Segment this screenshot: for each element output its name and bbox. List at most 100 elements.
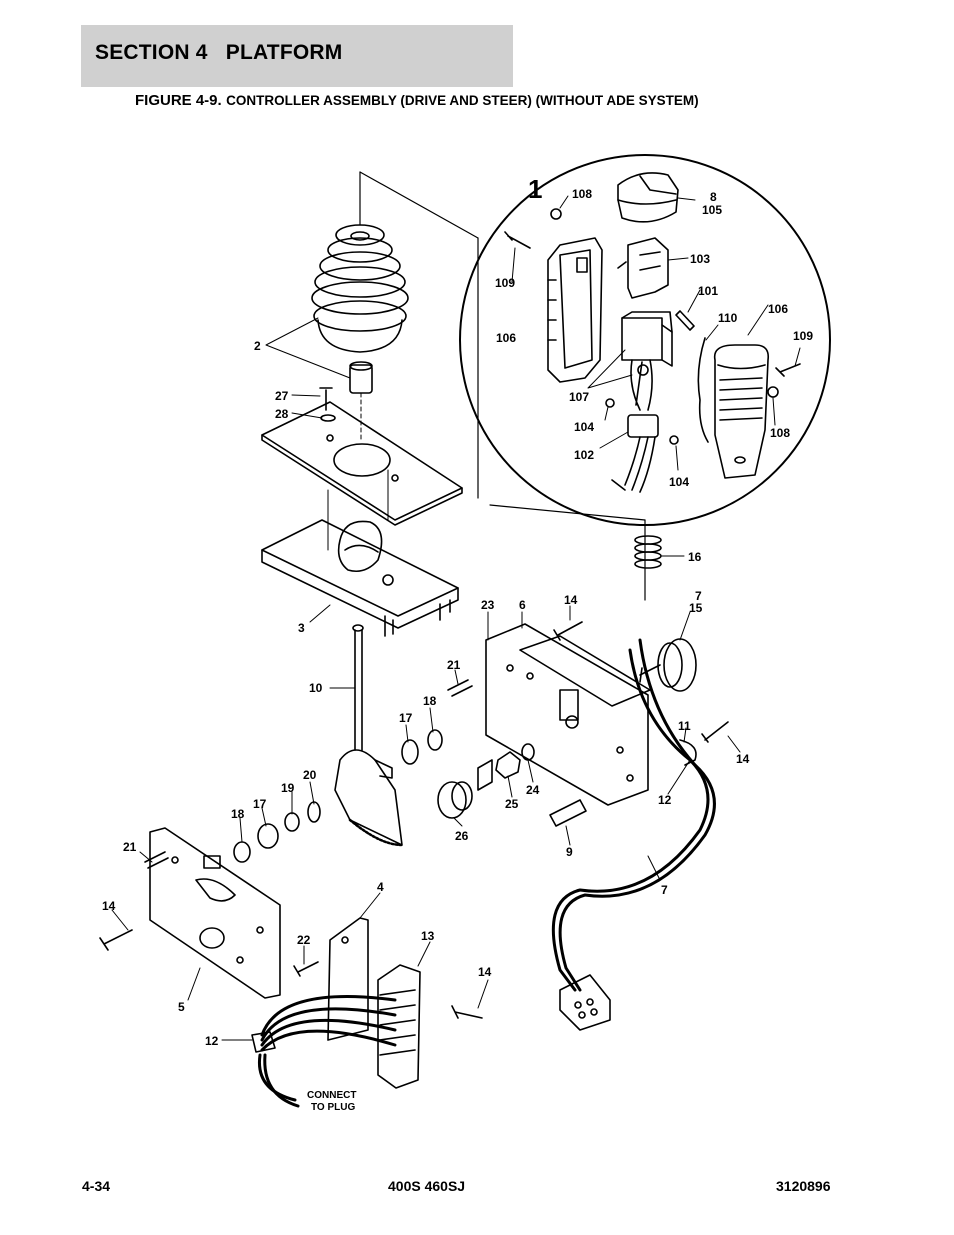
callout-3: 3 — [298, 621, 305, 635]
bearing-17-lower — [257, 823, 279, 849]
callout-21: 21 — [123, 840, 137, 854]
model-number: 400S 460SJ — [388, 1178, 466, 1194]
callout-101: 101 — [698, 284, 718, 298]
callout-10: 10 — [309, 681, 323, 695]
gear-26 — [437, 781, 473, 819]
callout-24: 24 — [526, 783, 540, 797]
callout-108: 108 — [770, 426, 790, 440]
section-title: SECTION 4 PLATFORM — [95, 41, 343, 64]
callout-21: 21 — [447, 658, 461, 672]
microswitch-assembly — [621, 311, 673, 411]
section-header-band — [81, 25, 513, 87]
callout-17: 17 — [399, 711, 413, 725]
bracket-4 — [327, 917, 369, 1041]
washer-18-lower — [233, 841, 251, 863]
detail-view-circle — [359, 154, 831, 526]
screw-109-right — [775, 363, 801, 377]
washer-24 — [521, 743, 535, 761]
callout-108: 108 — [572, 187, 592, 201]
screw-14-left — [99, 929, 133, 951]
callout-13: 13 — [421, 929, 435, 943]
callout-18: 18 — [423, 694, 437, 708]
nut-104-right — [669, 435, 679, 445]
callout-109: 109 — [495, 276, 515, 290]
callout-7: 7 — [661, 883, 668, 897]
cable-clamp-12 — [251, 1031, 276, 1053]
screw-109-left — [504, 231, 531, 249]
callout-103: 103 — [690, 252, 710, 266]
callout-9: 9 — [566, 845, 573, 859]
callout-26: 26 — [455, 829, 469, 843]
callout-20: 20 — [303, 768, 317, 782]
callout-23: 23 — [481, 598, 495, 612]
rubber-boot — [311, 171, 409, 353]
callout-107: 107 — [569, 390, 589, 404]
callout-12: 12 — [205, 1034, 219, 1048]
callout-104: 104 — [669, 475, 689, 489]
callout-14: 14 — [478, 965, 492, 979]
terminal-block-13 — [377, 964, 421, 1089]
callout-15: 15 — [689, 601, 703, 615]
bearing-17-upper — [401, 739, 419, 765]
callout-104: 104 — [574, 420, 594, 434]
washer-18-upper — [427, 729, 443, 751]
top-plate — [261, 401, 463, 526]
knob-part — [617, 172, 679, 223]
callout-102: 102 — [574, 448, 594, 462]
detail-marker: 1 — [528, 174, 542, 204]
callout-28: 28 — [275, 407, 289, 421]
callout-7: 7 — [695, 589, 702, 603]
screw-14-block — [451, 1005, 483, 1019]
callout-105: 105 — [702, 203, 722, 217]
ring-20 — [307, 801, 321, 823]
callout-2: 2 — [254, 339, 261, 353]
screw-27 — [319, 387, 333, 411]
standoff-9 — [549, 799, 587, 827]
mounting-plate — [485, 623, 651, 806]
callout-5: 5 — [178, 1000, 185, 1014]
connect-note-line1: CONNECT — [307, 1090, 356, 1101]
callout-19: 19 — [281, 781, 295, 795]
callout-11: 11 — [678, 719, 691, 733]
cable-harness — [551, 638, 716, 992]
connect-note-line2: TO PLUG — [311, 1102, 355, 1113]
document-number: 3120896 — [776, 1178, 831, 1194]
callout-12: 12 — [658, 793, 672, 807]
pin-21-upper — [447, 679, 473, 697]
callout-14: 14 — [564, 593, 578, 607]
nut-108-right — [767, 386, 779, 398]
callout-27: 27 — [275, 389, 289, 403]
callout-106: 106 — [768, 302, 788, 316]
callout-17: 17 — [253, 797, 267, 811]
handle-housing-left — [547, 237, 603, 383]
callout-22: 22 — [297, 933, 311, 947]
figure-title: CONTROLLER ASSEMBLY (DRIVE AND STEER) (W… — [226, 93, 699, 108]
switch-part-103 — [617, 237, 669, 299]
nut-25 — [495, 751, 521, 779]
handle-housing-right — [697, 337, 770, 479]
callout-110: 110 — [718, 311, 738, 325]
callout-14: 14 — [736, 752, 750, 766]
spring-16 — [634, 519, 662, 601]
pin-101 — [675, 310, 695, 331]
washer-28 — [320, 414, 336, 422]
lower-plate — [149, 827, 281, 999]
plug-connector — [559, 974, 611, 1031]
callout-4: 4 — [377, 880, 384, 894]
screw-14-top — [553, 621, 583, 641]
grommet-102 — [611, 414, 659, 493]
nut-104-left — [605, 398, 615, 408]
callout-106: 106 — [496, 331, 516, 345]
screw-14-right — [701, 721, 729, 743]
callout-8: 8 — [710, 190, 717, 204]
terminal-wires — [257, 995, 397, 1108]
callout-6: 6 — [519, 598, 526, 612]
washer-19 — [284, 812, 300, 832]
control-shaft — [334, 624, 404, 847]
figure-caption: FIGURE 4-9. CONTROLLER ASSEMBLY (DRIVE A… — [135, 92, 699, 110]
callout-18: 18 — [231, 807, 245, 821]
pin-21-lower — [144, 851, 169, 869]
callout-25: 25 — [505, 797, 519, 811]
callout-109: 109 — [793, 329, 813, 343]
